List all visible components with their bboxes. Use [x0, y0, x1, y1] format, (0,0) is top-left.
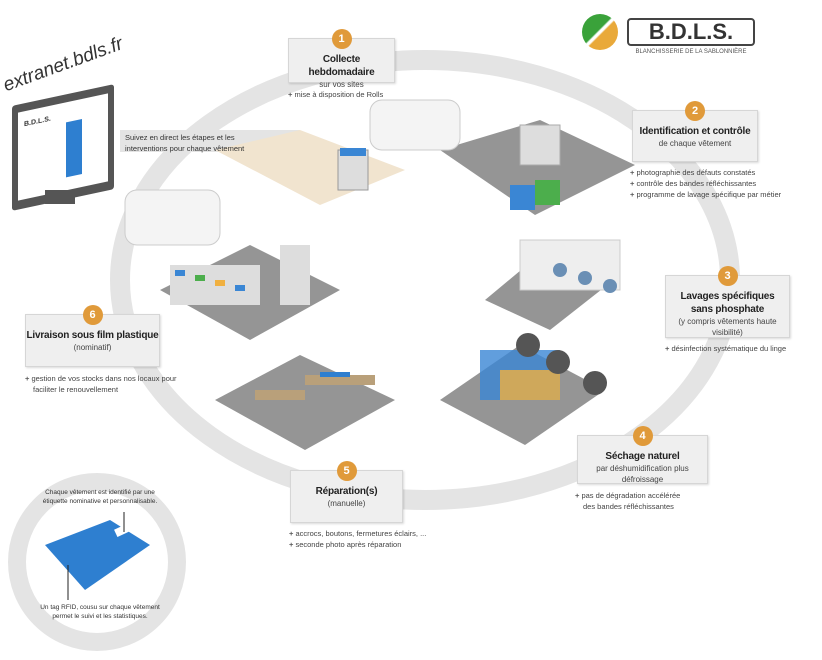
step-subtitle: sur vos sites: [319, 80, 364, 89]
step-1-bullets: mise à disposition de Rolls: [288, 89, 383, 100]
name-label: [114, 522, 132, 538]
bullet: accrocs, boutons, fermetures éclairs, ..…: [289, 528, 426, 539]
step-number-badge: 1: [331, 29, 352, 49]
repair-floor: [215, 355, 395, 450]
step-subtitle: (manuelle): [327, 499, 366, 508]
step-number-badge: 3: [717, 266, 738, 286]
bullet: désinfection systématique du linge: [665, 343, 786, 354]
van: [369, 99, 461, 151]
step-subtitle: par déshumidification plus défroissage: [596, 464, 689, 484]
step-subtitle: (y compris vêtements haute visibilité): [678, 317, 777, 337]
garment-package: [45, 520, 150, 590]
drying-racks: [480, 333, 607, 400]
step-subtitle: (nominatif): [73, 343, 112, 352]
bullet-continuation: des bandes réfléchissantes: [583, 502, 674, 511]
follow-text-line: Suivez en direct les étapes et les: [125, 133, 235, 142]
label-note: Chaque vêtement est identifié par une ét…: [40, 488, 160, 506]
step-3-box: 3 Lavages spécifiques sans phosphate (y …: [665, 266, 790, 338]
step-title: Réparation(s): [315, 486, 378, 497]
step-title: Collecte hebdomadaire: [308, 54, 375, 78]
step-title: Identification et contrôle: [639, 126, 751, 137]
monitor-stand: [45, 190, 75, 204]
bullet: programme de lavage spécifique par métie…: [630, 189, 781, 200]
step-number-badge: 5: [336, 461, 357, 481]
step-4-box: 4 Séchage naturel par déshumidification …: [577, 426, 708, 484]
logo-icon: [582, 14, 618, 50]
step-number-badge: 6: [82, 305, 103, 325]
step-5-bullets: accrocs, boutons, fermetures éclairs, ..…: [289, 528, 426, 550]
bullet: photographie des défauts constatés: [630, 167, 781, 178]
step-4-bullets: pas de dégradation accélérée des bandes …: [575, 490, 680, 512]
bullet-continuation: faciliter le renouvellement: [33, 385, 119, 394]
follow-text-line: interventions pour chaque vêtement: [125, 144, 245, 153]
identification-racks: [510, 124, 561, 210]
step-title: Livraison sous film plastique: [26, 330, 159, 341]
step-title-line-2: sans phosphate: [690, 304, 765, 315]
van: [124, 189, 221, 246]
washing-machines: [519, 239, 621, 293]
note-line: permet le suivi et les statistiques.: [52, 613, 148, 620]
rfid-note: Un tag RFID, cousu sur chaque vêtement p…: [40, 603, 160, 621]
garment-icon: [66, 118, 82, 178]
logo-tagline: BLANCHISSERIE DE LA SABLONNIÈRE: [635, 49, 747, 55]
bullet: gestion de vos stocks dans nos locaux po…: [25, 373, 176, 384]
follow-text: Suivez en direct les étapes et les inter…: [125, 132, 244, 154]
bullet: mise à disposition de Rolls: [288, 89, 383, 100]
repair-tables: [255, 372, 375, 400]
step-6-box: 6 Livraison sous film plastique (nominat…: [25, 305, 160, 367]
bullet: seconde photo après réparation: [289, 539, 426, 550]
note-line: étiquette nominative et personnalisable.: [42, 498, 158, 505]
step-number-badge: 2: [685, 101, 705, 121]
step-2-bullets: photographie des défauts constatés contr…: [630, 167, 781, 200]
step-3-bullets: désinfection systématique du linge: [665, 343, 786, 354]
step-subtitle: de chaque vêtement: [658, 139, 732, 148]
screen-logo: B.D.L.S.: [24, 115, 51, 129]
step-2-box: 2 Identification et contrôle de chaque v…: [632, 101, 758, 162]
logo-name: B.D.L.S.: [627, 18, 755, 46]
identification-floor: [440, 120, 635, 215]
note-line: Un tag RFID, cousu sur chaque vêtement: [40, 604, 160, 611]
laundry-cart: [337, 149, 369, 191]
shelves: [170, 245, 310, 305]
bullet: contrôle des bandes réfléchissantes: [630, 178, 781, 189]
step-number-badge: 4: [632, 426, 653, 446]
note-line: Chaque vêtement est identifié par une: [45, 489, 155, 496]
bullet: pas de dégradation accélérée: [575, 490, 680, 501]
step-title: Lavages spécifiques: [680, 291, 775, 302]
step-1-box: 1 Collecte hebdomadaire sur vos sites: [288, 29, 395, 89]
step-title: Séchage naturel: [605, 451, 680, 462]
step-5-box: 5 Réparation(s) (manuelle): [290, 461, 403, 523]
step-6-bullets: gestion de vos stocks dans nos locaux po…: [25, 373, 176, 395]
